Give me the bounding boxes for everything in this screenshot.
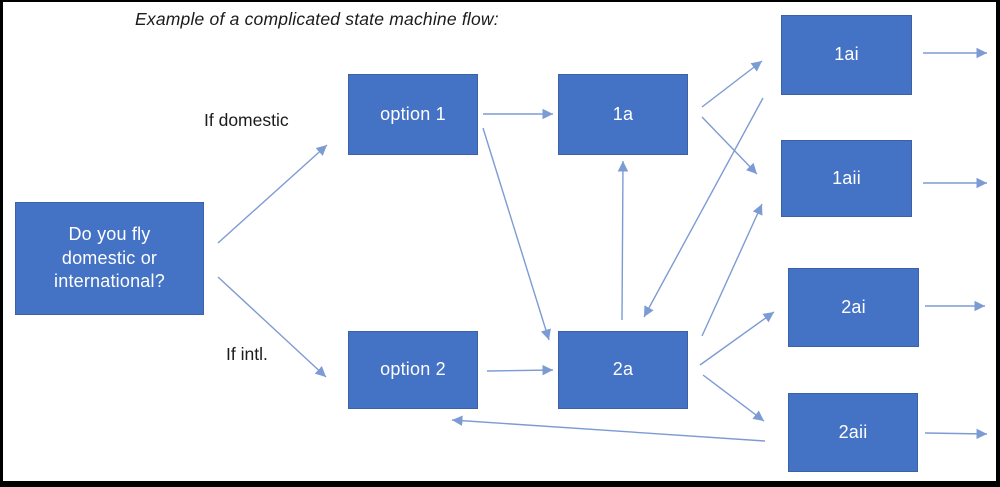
node-decision: Do you fly domestic or international? [15, 202, 204, 315]
edge-1a-to-1aii [701, 116, 758, 175]
node-option2: option 2 [348, 331, 478, 409]
edge-option2-to-2a [486, 364, 554, 376]
node-label-decision: Do you fly domestic or international? [54, 223, 165, 292]
node-label-1aii: 1aii [832, 167, 861, 188]
node-label-option1: option 1 [380, 103, 446, 124]
node-2ai: 2ai [788, 268, 919, 347]
node-1a: 1a [558, 74, 688, 155]
edge-2a-to-2ai [699, 311, 775, 366]
edge-2a-to-2aii [702, 374, 765, 422]
node-2a: 2a [558, 331, 688, 409]
diagram-title: Example of a complicated state machine f… [135, 9, 499, 29]
edge-label-if-domestic: If domestic [204, 110, 289, 130]
edge-1a-to-1ai [701, 60, 763, 108]
node-label-1a: 1a [612, 103, 634, 124]
node-1ai: 1ai [781, 15, 912, 95]
edge-label-if-intl: If intl. [226, 344, 268, 364]
edge-decision-to-option1 [217, 144, 328, 244]
node-option1: option 1 [348, 74, 478, 155]
edge-2aii-to-out [924, 428, 988, 440]
node-label-1ai: 1ai [834, 44, 859, 65]
edge-2a-to-1aii [701, 203, 763, 337]
node-2aii: 2aii [788, 393, 918, 472]
edge-decision-to-option2 [217, 276, 327, 378]
edge-option1-to-2a [482, 127, 551, 341]
node-label-2aii: 2aii [838, 421, 868, 442]
node-label-2a: 2a [612, 359, 634, 380]
node-label-option2: option 2 [380, 359, 446, 380]
edge-2aii-to-option2 [451, 415, 766, 442]
node-1aii: 1aii [781, 140, 912, 217]
node-label-2ai: 2ai [841, 296, 866, 317]
edge-2a-to-1a [617, 160, 629, 321]
edge-1ai-to-2a [643, 97, 764, 318]
